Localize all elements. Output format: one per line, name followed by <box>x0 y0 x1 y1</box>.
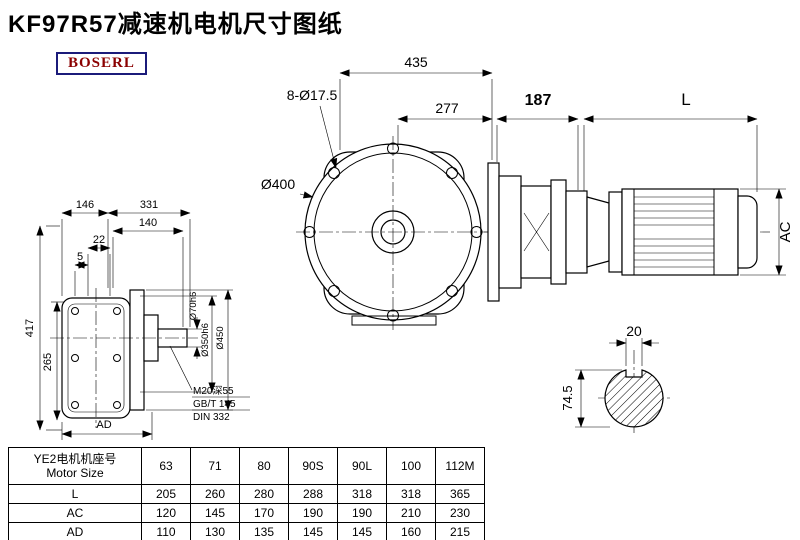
table-cell: 160 <box>386 522 436 540</box>
table-cell: 318 <box>386 484 436 504</box>
table-cell: 145 <box>288 522 338 540</box>
front-view <box>296 136 490 330</box>
page-title: KF97R57减速机电机尺寸图纸 <box>8 11 343 38</box>
dim-spigot-dia-label: Ø350h6 <box>200 323 211 357</box>
dim-331-label: 331 <box>140 199 158 211</box>
table-cell: 260 <box>190 484 240 504</box>
table-cell: 145 <box>337 522 387 540</box>
dim-flange-dia-label: Ø450 <box>215 326 226 349</box>
table-row-AD: AD 110 130 135 145 145 160 215 <box>8 522 485 540</box>
table-row-AC: AC 120 145 170 190 190 210 230 <box>8 503 485 523</box>
size-col-header: 71 <box>190 447 240 485</box>
motor-cooling-fins <box>634 196 714 268</box>
table-cell: 215 <box>435 522 485 540</box>
dim-5-label: 5 <box>77 251 83 263</box>
dim-146-label: 146 <box>76 199 94 211</box>
dim-20-label: 20 <box>626 323 642 339</box>
note-standard-gbt: GB/T 145 <box>193 399 236 410</box>
table-cell: 190 <box>337 503 387 523</box>
table-row-L: L 205 260 280 288 318 318 365 <box>8 484 485 504</box>
dimension-motor-diameter: AC <box>740 188 794 276</box>
dim-140-label: 140 <box>139 217 157 229</box>
table-cell: 280 <box>239 484 289 504</box>
motor-size-header-cell: YE2电机机座号 Motor Size <box>8 447 142 485</box>
dim-74-5-label: 74.5 <box>560 385 575 410</box>
dim-265-label: 265 <box>42 353 54 371</box>
side-view <box>484 162 770 302</box>
dim-435-label: 435 <box>404 54 428 70</box>
brand-text: BOSERL <box>68 55 135 71</box>
motor-size-table: YE2电机机座号 Motor Size 63 71 80 90S 90L 100… <box>8 447 485 540</box>
shaft-end-notes: M20深55 GB/T 145 DIN 332 <box>169 345 250 423</box>
size-col-header: 100 <box>386 447 436 485</box>
left-view-dimensions: 146 331 140 22 5 417 265 <box>24 199 233 440</box>
table-cell: 135 <box>239 522 289 540</box>
row-label: AC <box>8 503 142 523</box>
note-standard-din: DIN 332 <box>193 412 230 423</box>
table-cell: 120 <box>141 503 191 523</box>
row-label: L <box>8 484 142 504</box>
size-col-header: 90L <box>337 447 387 485</box>
table-cell: 145 <box>190 503 240 523</box>
table-cell: 190 <box>288 503 338 523</box>
brand-logo: BOSERL <box>56 52 147 75</box>
table-cell: 318 <box>337 484 387 504</box>
dim-277-label: 277 <box>435 100 459 116</box>
size-col-header: 112M <box>435 447 485 485</box>
table-cell: 365 <box>435 484 485 504</box>
dimension-motor-length: L <box>583 90 758 194</box>
table-cell: 288 <box>288 484 338 504</box>
dimension-keyway-width: 20 <box>609 323 659 366</box>
dim-22-label: 22 <box>93 234 105 246</box>
dim-187-label: 187 <box>525 92 552 109</box>
dim-AD-label: AD <box>96 419 111 431</box>
dim-AC-label: AC <box>777 221 794 242</box>
dimension-gearbox-to-motor: 187 <box>496 92 579 190</box>
table-header-row: YE2电机机座号 Motor Size 63 71 80 90S 90L 100… <box>8 447 485 485</box>
dimension-flange-diameter: Ø400 <box>261 176 314 199</box>
dimension-hole-span: 277 <box>397 100 493 144</box>
table-cell: 205 <box>141 484 191 504</box>
size-col-header: 90S <box>288 447 338 485</box>
header-cn: YE2电机机座号 <box>33 451 117 466</box>
table-cell: 210 <box>386 503 436 523</box>
dim-bolt-holes-label: 8-Ø17.5 <box>287 87 338 103</box>
dim-d400-label: Ø400 <box>261 176 295 192</box>
table-cell: 130 <box>190 522 240 540</box>
dimension-shaft-height: 74.5 <box>560 369 622 428</box>
dimension-bolt-holes: 8-Ø17.5 <box>287 87 338 169</box>
dim-L-label: L <box>681 90 690 109</box>
dimension-overall-width: 435 <box>339 54 493 160</box>
row-label: AD <box>8 522 142 540</box>
left-view <box>50 288 198 428</box>
size-col-header: 63 <box>141 447 191 485</box>
table-cell: 170 <box>239 503 289 523</box>
dim-shaft-dia-label: Ø70h6 <box>188 292 199 321</box>
table-cell: 110 <box>141 522 191 540</box>
dim-417-label: 417 <box>24 319 36 337</box>
size-col-header: 80 <box>239 447 289 485</box>
table-cell: 230 <box>435 503 485 523</box>
shaft-cross-section: 20 74.5 <box>560 323 670 436</box>
note-tapped-hole: M20深55 <box>193 385 234 397</box>
header-en: Motor Size <box>46 466 104 480</box>
